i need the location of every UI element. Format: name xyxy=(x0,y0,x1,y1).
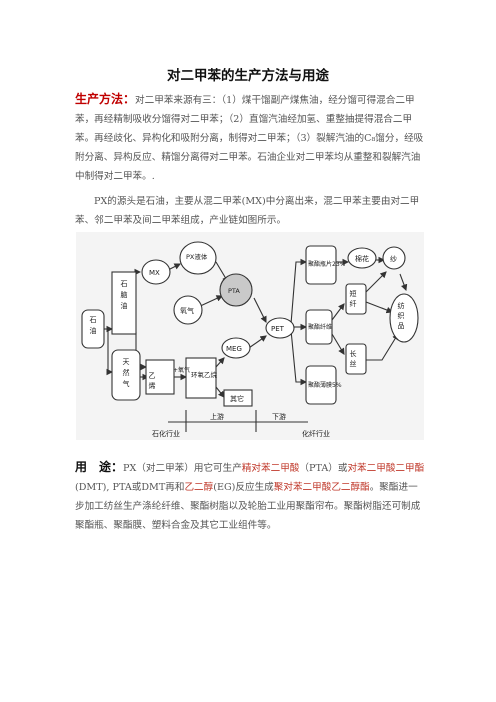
node-eo xyxy=(185,357,217,399)
uses-dmt-term: 对苯二甲酸二甲酯 xyxy=(347,463,425,474)
label-petrochem: 石化行业 xyxy=(152,429,180,438)
node-filament xyxy=(345,343,367,375)
node-meg xyxy=(221,337,251,359)
node-natgas xyxy=(111,349,141,401)
label-filament: 长丝 xyxy=(349,349,357,370)
label-eo: 环氧乙烷 xyxy=(191,370,218,379)
production-methods-paragraph: 生产方法：对二甲苯来源有三：（1）煤干馏副产煤焦油，经分馏可得混合二甲苯，再经精… xyxy=(75,90,425,186)
node-oxygen xyxy=(173,295,203,325)
node-other xyxy=(223,389,253,407)
label-yarn: 纱 xyxy=(390,255,397,263)
label-pta: PTA xyxy=(228,287,240,295)
node-mx xyxy=(141,259,171,285)
label-natgas: 天然气 xyxy=(122,358,130,391)
uses-eg-term: 乙二醇 xyxy=(184,482,214,493)
node-pet xyxy=(265,317,295,339)
uses-pta-term: 精对苯二甲酸 xyxy=(241,463,300,474)
uses-label: 用 途： xyxy=(75,460,124,474)
node-cotton xyxy=(347,247,377,269)
label-staple: 短纤 xyxy=(349,289,357,310)
label-cotton: 棉花 xyxy=(355,254,369,263)
label-meg: MEG xyxy=(226,345,242,353)
label-naphtha: 石脑油 xyxy=(120,280,128,313)
label-other: 其它 xyxy=(230,394,244,403)
node-oil xyxy=(81,309,105,349)
label-mx: MX xyxy=(149,269,160,277)
label-textile: 纺织品 xyxy=(397,301,405,332)
uses-text-2: （PTA）或 xyxy=(299,463,348,474)
label-oil: 石油 xyxy=(89,316,97,338)
label-downstream: 下游 xyxy=(272,412,286,421)
node-px xyxy=(179,241,217,275)
label-upstream: 上游 xyxy=(210,412,224,421)
node-naphtha xyxy=(111,271,137,335)
px-source-paragraph: PX的源头是石油，主要从混二甲苯(MX)中分离出来，混二甲苯主要由对二甲苯、邻二… xyxy=(75,196,420,226)
industry-chain-svg: 石油 石脑油 天然气 MX PX液体 PTA 氧气 乙烯 +氧气 环氧乙烷 ME… xyxy=(81,241,419,438)
label-bottle-chip: 聚酯瓶片23% xyxy=(308,260,346,268)
uses-text-3: (DMT), PTA或DMT再和 xyxy=(75,482,185,493)
document-title: 对二甲苯的生产方法与用途 xyxy=(167,68,329,84)
production-methods-text: 对二甲苯来源有三：（1）煤干馏副产煤焦油，经分馏可得混合二甲苯，再经精制吸收分馏… xyxy=(75,95,424,182)
uses-text-4: (EG)反应生成 xyxy=(213,482,274,493)
label-pet: PET xyxy=(271,325,285,333)
node-film xyxy=(305,365,337,405)
node-fiber xyxy=(305,309,333,345)
node-textile xyxy=(389,293,419,343)
uses-text-5: 。聚酯进一步加工纺丝生产涤纶纤维、聚酯树脂以及轮胎工业用聚酯帘布。聚酯树脂还可制… xyxy=(75,482,421,531)
node-bottle-chip xyxy=(305,245,337,285)
label-film: 聚酯薄膜5% xyxy=(308,381,342,389)
uses-text-1: PX（对二甲苯）用它可生产 xyxy=(123,463,242,474)
node-staple xyxy=(345,283,367,315)
uses-pet-term: 聚对苯二甲酸乙二醇酯 xyxy=(273,482,370,493)
node-pta xyxy=(219,273,253,307)
label-ethylene: 乙烯 xyxy=(148,372,156,392)
label-plus-oxygen: +氧气 xyxy=(173,366,190,374)
label-fiber: 聚酯纤维 xyxy=(308,323,332,331)
node-yarn xyxy=(382,246,406,270)
uses-paragraph: 用 途：PX（对二甲苯）用它可生产精对苯二甲酸（PTA）或对苯二甲酸二甲酯 (DM… xyxy=(75,458,425,535)
node-ethylene xyxy=(145,359,175,395)
label-oxygen: 氧气 xyxy=(180,306,194,315)
label-px: PX液体 xyxy=(186,252,208,261)
label-chemfiber: 化纤行业 xyxy=(302,429,330,438)
industry-chain-diagram: 石油 石脑油 天然气 MX PX液体 PTA 氧气 乙烯 +氧气 环氧乙烷 ME… xyxy=(76,232,424,440)
production-methods-label: 生产方法： xyxy=(75,92,136,106)
